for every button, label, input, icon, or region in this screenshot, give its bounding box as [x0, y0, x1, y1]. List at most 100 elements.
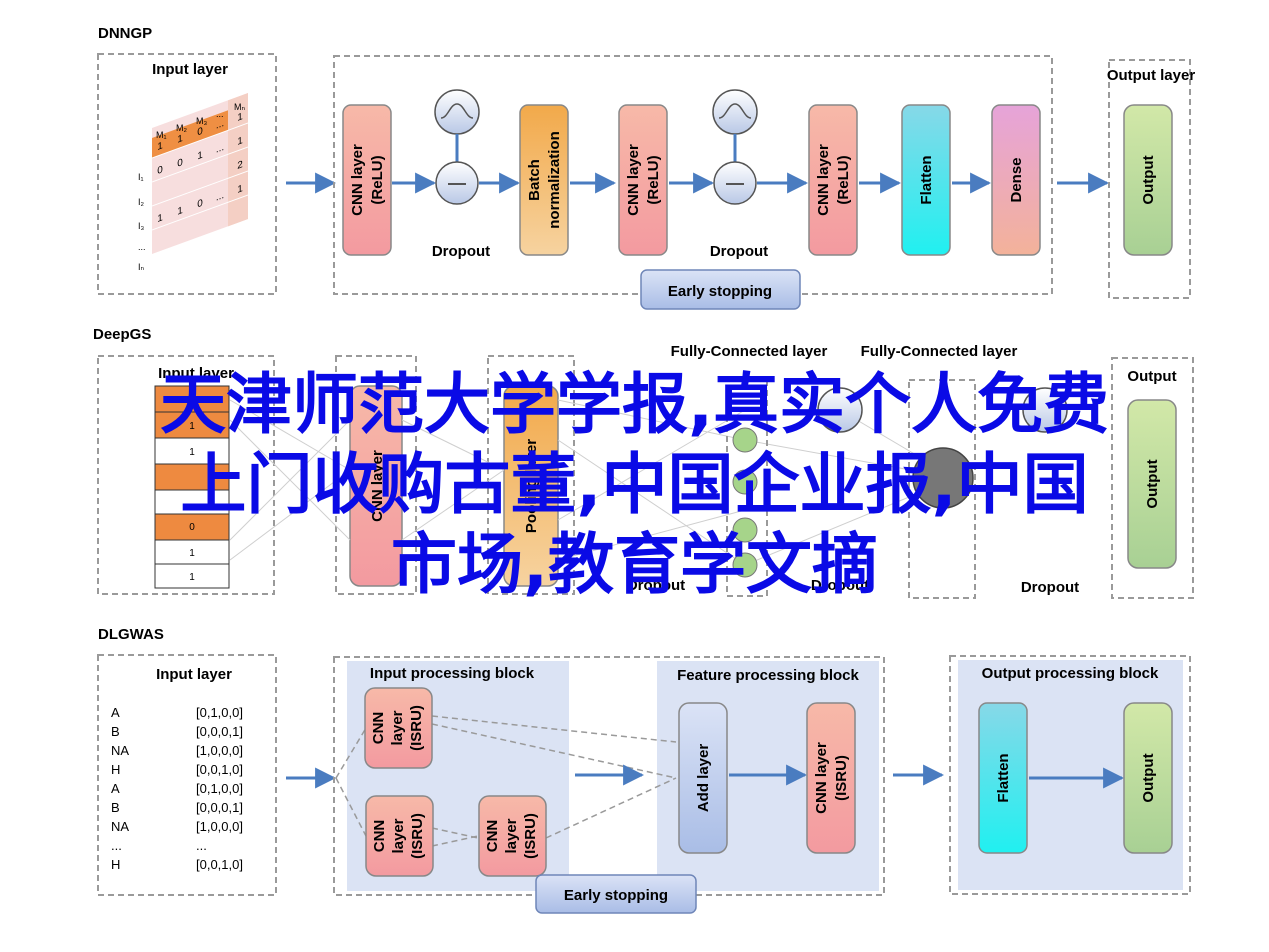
- block-label: Output: [1140, 753, 1157, 802]
- deepgs-pooling-frame: [487, 355, 575, 595]
- dlgwas-early-stopping: [535, 874, 697, 914]
- block-label: CNN layer: [625, 144, 642, 216]
- output-title-line: Output layer: [1107, 67, 1196, 84]
- encoding-base: A: [111, 705, 120, 720]
- output-block-title: Output processing block: [982, 665, 1159, 682]
- deepgs-input-title: Input layer: [158, 365, 234, 382]
- deepgs-fc2-title: Fully-Connected layer: [861, 343, 1018, 360]
- matrix-cell-value: 1: [157, 212, 163, 225]
- sigmoid-node-icon: [817, 387, 863, 433]
- matrix-last-col: [228, 93, 248, 227]
- matrix-col-label: M₁: [156, 130, 167, 140]
- deepgs-output-title: Output: [1127, 368, 1176, 385]
- watermark-line-1: 天津师范大学学报,真实个人免费: [159, 366, 1110, 443]
- encoding-code: [0,0,1,0]: [196, 857, 243, 872]
- block-label: Dense: [1008, 157, 1025, 202]
- block-label: Output: [1144, 459, 1161, 508]
- dnngp-block-cnn-1: CNN layer (ReLU): [342, 104, 392, 256]
- block-label: Add layer: [695, 744, 712, 813]
- block-label: (ISRU): [409, 813, 426, 859]
- matrix-highlight-row: [152, 103, 248, 158]
- deepgs-cnn-frame: [335, 355, 417, 595]
- matrix-cell-value: 1: [237, 183, 243, 196]
- deepgs-fc1-frame: [726, 379, 768, 597]
- fc2-node: [912, 447, 974, 509]
- watermark-line-2: 上门收购古董,中国企业报,中国: [180, 446, 1089, 523]
- matrix-cell-value: 1: [157, 140, 163, 153]
- block-label: layer: [390, 818, 407, 853]
- block-label: (ReLU): [369, 155, 386, 204]
- encoding-code: [1,0,0,0]: [196, 743, 243, 758]
- cell-value: 0: [189, 522, 195, 533]
- isru-block-3: CNN layer (ISRU): [478, 795, 547, 877]
- isru-block-2: CNN layer (ISRU): [365, 795, 434, 877]
- block-label: layer: [503, 818, 520, 853]
- block-label: (ISRU): [408, 705, 425, 751]
- dlgwas-output-block: Output: [1123, 702, 1173, 854]
- sigmoid-node-icon: [712, 89, 758, 135]
- deepgs-fc1-title: Fully-Connected layer: [671, 343, 828, 360]
- dropout-label: Dropout: [432, 243, 490, 260]
- matrix-col-label: M₃: [196, 116, 207, 126]
- dlgwas-input-frame: [97, 654, 277, 896]
- block-label: Flatten: [995, 753, 1012, 802]
- dnngp-block-batchnorm: Batch normalization: [519, 104, 569, 256]
- block-label: CNN layer: [349, 144, 366, 216]
- encoding-base: H: [111, 762, 120, 777]
- deepgs-dropout-2: Dropout: [811, 577, 869, 594]
- block-label: CNN layer: [815, 144, 832, 216]
- encoding-code: [1,0,0,0]: [196, 819, 243, 834]
- matrix-cell-value: 0: [197, 198, 203, 211]
- encoding-table: A[0,1,0,0]B[0,0,0,1]NA[1,0,0,0]H[0,0,1,0…: [111, 705, 243, 872]
- early-stopping-label: Early stopping: [564, 887, 668, 904]
- matrix-cell-value: 0: [157, 164, 163, 177]
- block-label: normalization: [546, 131, 563, 229]
- cnn-isru-block: CNN layer (ISRU): [806, 702, 856, 854]
- deepgs-pooling-block: Pooling layer: [503, 385, 559, 587]
- block-label: CNN: [484, 820, 501, 853]
- dnngp-block-dense: Dense: [991, 104, 1041, 256]
- block-label: (ISRU): [522, 813, 539, 859]
- matrix-col-labels: M₁ M₂ M₃ ... Mₙ: [156, 102, 245, 140]
- encoding-base: A: [111, 781, 120, 796]
- block-label: (ReLU): [835, 155, 852, 204]
- dnngp-input-frame: [97, 53, 277, 295]
- dlgwas-output-frame: [949, 655, 1191, 895]
- encoding-base: NA: [111, 819, 129, 834]
- deepgs-dropout-3: Dropout: [1021, 579, 1079, 596]
- dnngp-input-title: Input layer: [152, 61, 228, 78]
- output-title-text: Output layer: [1107, 67, 1196, 84]
- matrix-cell-value: 1: [197, 150, 203, 163]
- matrix-cell-value: 1: [237, 135, 243, 148]
- block-label: (ReLU): [645, 155, 662, 204]
- add-layer-block: Add layer: [678, 702, 728, 854]
- dnngp-block-flatten: Flatten: [901, 104, 951, 256]
- encoding-base: H: [111, 857, 120, 872]
- encoding-base: ...: [111, 838, 122, 853]
- dropout-unit: Dropout: [432, 89, 490, 260]
- block-label: CNN layer: [369, 450, 386, 522]
- encoding-base: B: [111, 724, 120, 739]
- matrix-row-labels: I₁ I₂ I₃ ... Iₙ: [138, 172, 146, 272]
- deepgs-cnn-block: CNN layer: [349, 385, 403, 587]
- matrix-row-label: ...: [138, 242, 146, 252]
- deepgs-output-frame: [1111, 357, 1194, 599]
- deepgs-fc2-frame: [908, 379, 976, 599]
- deepgs-input-frame: [97, 355, 275, 595]
- matrix-col-label: M₂: [176, 123, 187, 133]
- dropout-unit: Dropout: [710, 89, 768, 260]
- encoding-base: B: [111, 800, 120, 815]
- block-label: Output: [1140, 155, 1157, 204]
- cell-value: 1: [189, 548, 195, 559]
- feature-block-title: Feature processing block: [677, 667, 859, 684]
- watermark-line-3: 市场,教育学文摘: [390, 526, 879, 603]
- block-label: Batch: [526, 159, 543, 201]
- encoding-base: NA: [111, 743, 129, 758]
- matrix-cell-value: ...: [216, 190, 224, 204]
- matrix-col-label: ...: [216, 109, 224, 119]
- block-label: (ISRU): [833, 755, 850, 801]
- block-label: CNN: [371, 820, 388, 853]
- encoding-code: [0,1,0,0]: [196, 705, 243, 720]
- cell-value: 1: [189, 421, 195, 432]
